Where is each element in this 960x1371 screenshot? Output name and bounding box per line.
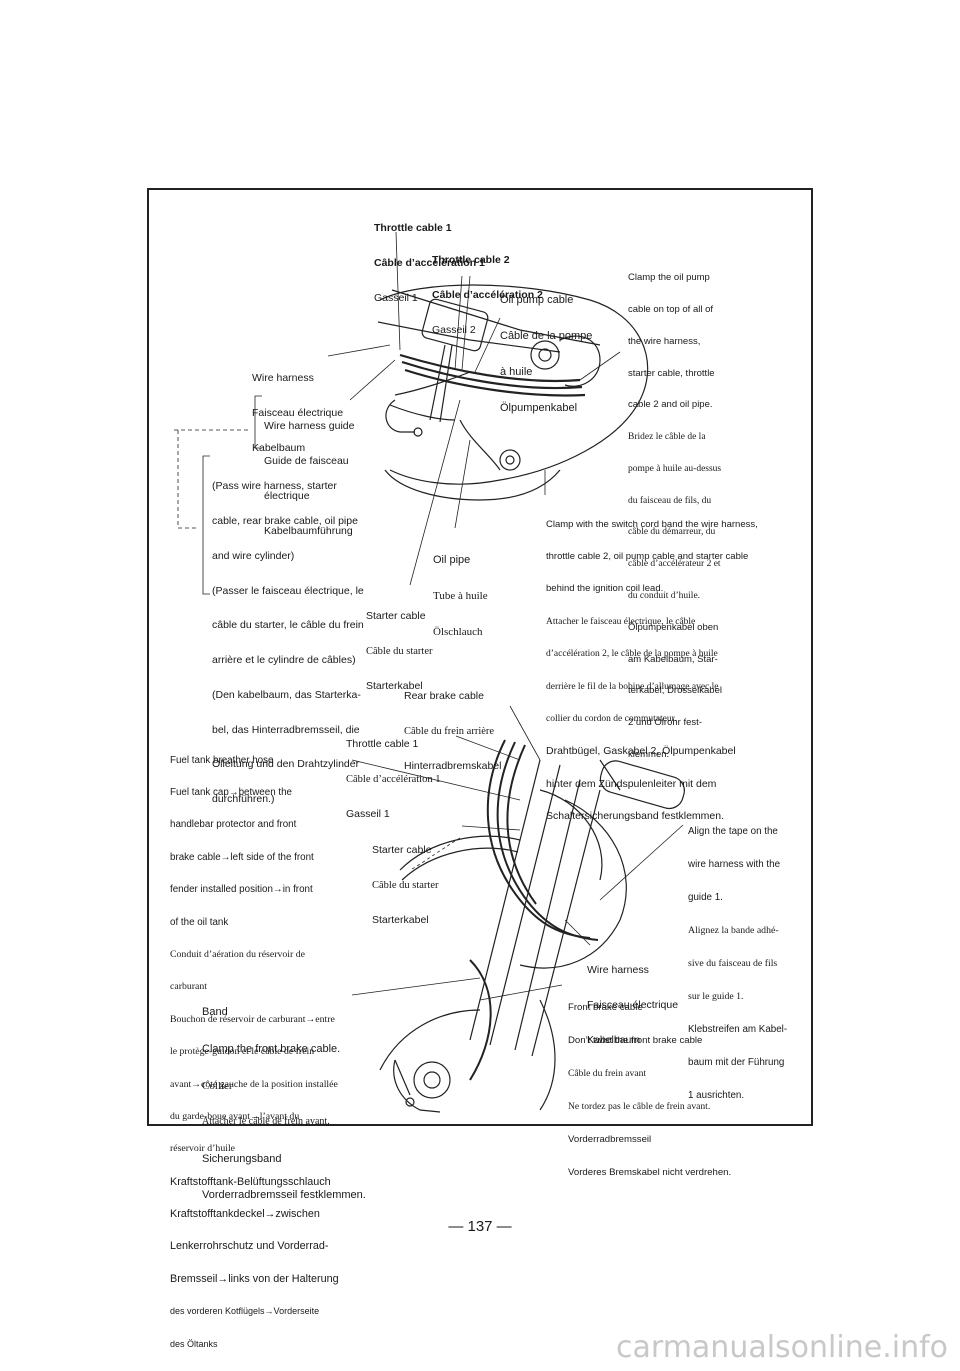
label-oil-pipe: Oil pipe Tube à huile Ölschlauch [433, 554, 488, 638]
label-throttle-cable-1-bottom: Throttle cable 1 Câble d’accélération 1 … [346, 738, 441, 820]
label-clamp-oil-pump: Clamp the oil pump cable on top of all o… [628, 272, 722, 760]
page-number: — 137 — [448, 1218, 512, 1235]
bottom-front-end-drawing [379, 739, 685, 1113]
label-starter-cable-bottom: Starter cable Câble du starter Starterka… [372, 844, 439, 926]
label-wire-harness-guide: Wire harness guide Guide de faisceau éle… [264, 420, 355, 537]
label-pass-wire-harness: (Pass wire harness, starter cable, rear … [212, 480, 364, 806]
label-oil-pump-cable: Oil pump cable Câble de la pompe à huile… [500, 294, 593, 414]
figure-frame [147, 188, 813, 1126]
label-fuel-tank-breather: Fuel tank breather hose Fuel tank cap→be… [170, 754, 339, 1349]
label-band: Band Clamp the front brake cable. Collie… [202, 1006, 366, 1202]
label-wire-harness-top: Wire harness Faisceau électrique Kabelba… [252, 372, 344, 454]
label-align-tape: Align the tape on the wire harness with … [688, 826, 788, 1101]
label-wire-harness-bottom: Wire harness Faisceau électrique Kabelba… [587, 964, 679, 1046]
label-throttle-cable-1-top: Throttle cable 1 Câble d’accélération 1 … [374, 222, 485, 304]
label-starter-cable-top: Starter cable Câble du starter Starterka… [366, 610, 433, 692]
label-throttle-cable-2: Throttle cable 2 Câble d’accélération 2 … [432, 254, 543, 336]
label-rear-brake-cable: Rear brake cable Câble du frein arrière … [404, 690, 502, 772]
label-front-brake-cable: Front brake cable Don’t twist the front … [568, 1002, 732, 1178]
watermark-url: carmanualsonline.info [616, 1330, 948, 1365]
label-clamp-switch-cord: Clamp with the switch cord band the wire… [546, 518, 758, 823]
